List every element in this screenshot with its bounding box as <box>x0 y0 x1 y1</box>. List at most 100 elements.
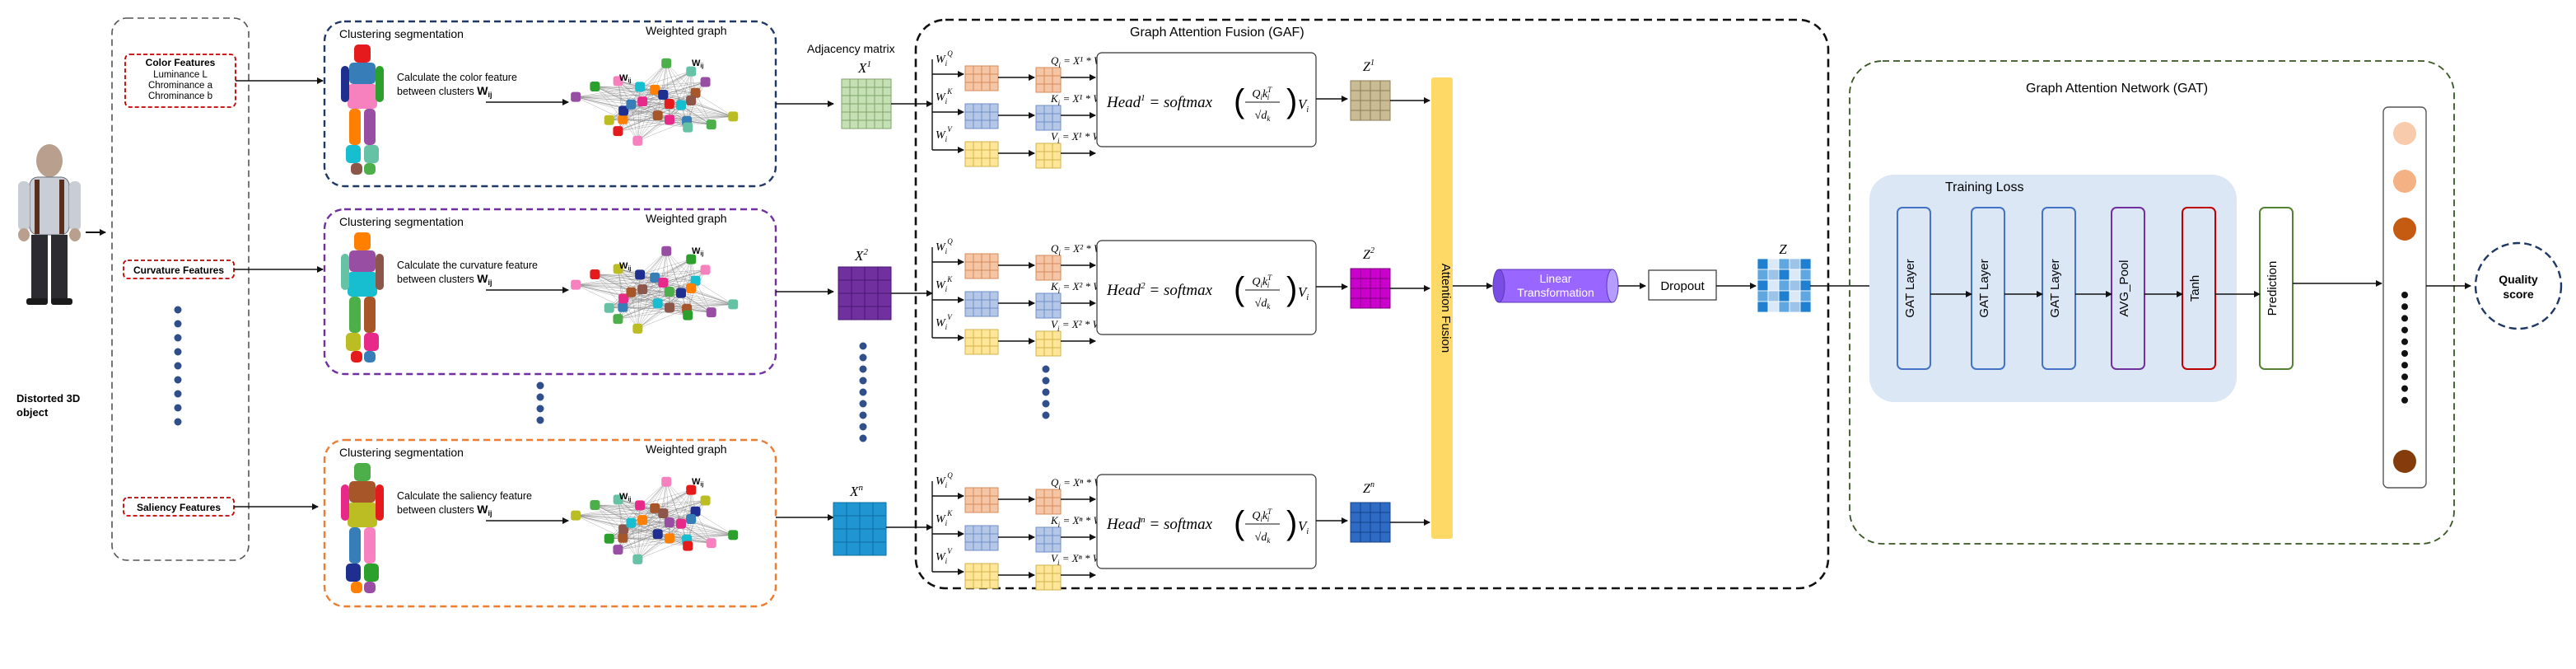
matrix-cell <box>1035 535 1045 545</box>
matrix-cell <box>882 111 892 121</box>
graph-node <box>604 533 614 544</box>
gat-title: Graph Attention Network (GAT) <box>2026 82 2208 96</box>
matrix-cell <box>838 266 852 281</box>
graph-edge <box>618 119 670 132</box>
graph-edge <box>595 86 643 102</box>
segment-cluster <box>351 582 362 593</box>
edge-weight-label: Wij <box>692 477 703 488</box>
graph-edge <box>655 259 692 278</box>
matrix-cell <box>849 78 859 88</box>
matrix-cell <box>1035 292 1045 302</box>
matrix-cell <box>981 73 991 83</box>
matrix-cell <box>1052 271 1062 281</box>
fraction-denominator: √dk <box>1255 531 1272 545</box>
matrix-cell <box>973 525 982 535</box>
graph-edge <box>642 519 734 536</box>
product-matrix <box>1035 526 1062 553</box>
matrix-cell <box>857 95 867 105</box>
segment-cluster <box>349 109 361 145</box>
product-matrix <box>1035 489 1062 515</box>
segment-cluster <box>351 351 362 363</box>
matrix-cell <box>1035 121 1045 131</box>
segment-cluster <box>376 254 384 290</box>
z-head-label: Zn <box>1363 480 1374 496</box>
matrix-cell <box>981 103 991 113</box>
ellipsis-dot <box>2401 338 2408 345</box>
graph-node <box>683 122 693 133</box>
matrix-cell <box>833 528 847 543</box>
matrix-cell <box>877 306 892 320</box>
quality-score-line1: Quality <box>2499 273 2538 286</box>
graph-edge <box>663 512 734 536</box>
matrix-cell <box>989 73 999 83</box>
graph-node <box>618 302 628 312</box>
matrix-cell <box>864 306 879 320</box>
z-output-cell <box>1799 301 1812 313</box>
graph-edge <box>631 292 734 305</box>
graph-edge <box>618 282 664 320</box>
matrix-cell <box>859 515 874 530</box>
matrix-cell <box>1035 83 1045 93</box>
ellipsis-dot <box>859 365 867 373</box>
graph-edge <box>576 515 658 535</box>
segmented-human-figure <box>341 44 384 175</box>
segment-cluster <box>346 145 361 163</box>
matrix-cell <box>1043 292 1053 302</box>
matrix-cell <box>1035 271 1045 281</box>
matrix-cell <box>1370 268 1381 279</box>
matrix-cell <box>1043 573 1053 582</box>
matrix-cell <box>973 487 982 497</box>
matrix-cell <box>989 503 999 513</box>
ellipsis-dot <box>1042 400 1050 408</box>
weight-matrix-label: WiV <box>936 313 953 331</box>
branch-panel <box>323 208 777 376</box>
graph-node <box>637 96 648 107</box>
graph-edge <box>631 292 638 329</box>
matrix-cell <box>989 291 999 301</box>
matrix-cell <box>846 528 861 543</box>
ellipsis-dot <box>859 377 867 385</box>
graph-edge <box>576 284 623 307</box>
z-head-matrix <box>1350 502 1391 543</box>
graph-edge <box>680 105 734 117</box>
value-term: Vi <box>1298 284 1309 302</box>
segment-cluster <box>354 44 371 63</box>
matrix-cell <box>1035 489 1045 498</box>
matrix-cell <box>1370 278 1381 289</box>
z-output-cell <box>1778 279 1790 292</box>
graph-node <box>664 302 674 313</box>
graph-node <box>650 84 660 95</box>
matrix-cell <box>1052 83 1062 93</box>
x-matrix <box>838 266 892 320</box>
ellipsis-dot <box>2401 385 2408 392</box>
matrix-cell <box>1035 105 1045 115</box>
graph-node <box>604 302 614 313</box>
graph-edge <box>663 489 692 514</box>
attention-head-box <box>1096 474 1317 569</box>
matrix-cell <box>838 279 852 294</box>
z-output-cell <box>1778 290 1790 302</box>
graph-node <box>632 554 643 564</box>
z-output-label: Z <box>1779 241 1787 257</box>
graph-node <box>728 530 739 540</box>
matrix-cell <box>857 111 867 121</box>
matrix-cell <box>1035 301 1045 311</box>
matrix-cell <box>882 103 892 113</box>
weight-matrix <box>964 141 999 167</box>
gat-layer-label: GAT Layer <box>1977 259 1991 317</box>
matrix-cell <box>1035 526 1045 536</box>
matrix-cell <box>964 291 974 301</box>
graph-edge <box>680 71 692 105</box>
segment-cluster <box>364 145 379 163</box>
graph-node <box>683 310 693 320</box>
paren-close: ) <box>1286 271 1297 307</box>
matrix-cell <box>989 329 999 339</box>
segment-cluster <box>348 84 377 109</box>
weight-matrix-label: WiK <box>936 275 953 293</box>
attention-fusion-bar <box>1431 77 1453 539</box>
graph-node <box>613 264 623 274</box>
color-feature-item: Chrominance a <box>148 81 213 91</box>
matrix-cell <box>981 345 991 355</box>
graph-edge <box>618 94 664 132</box>
